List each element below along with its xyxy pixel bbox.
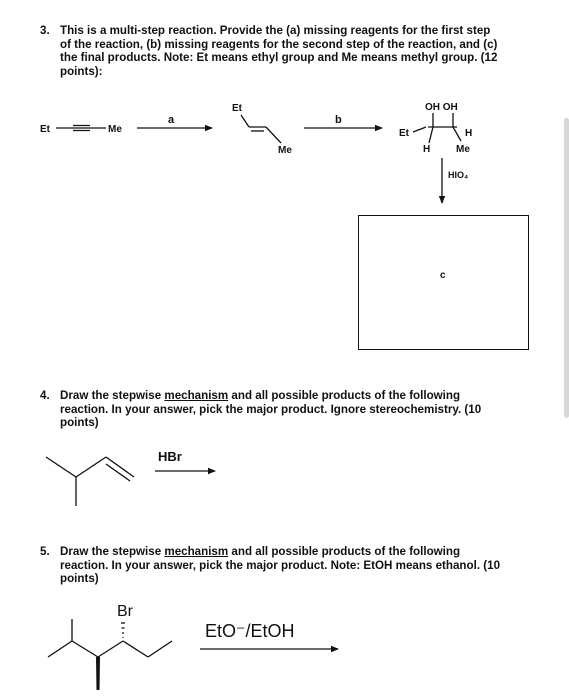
reagent-hio4-label: HIO₄ — [448, 170, 469, 180]
question-text-line: points) — [60, 416, 99, 430]
reagent-ethoxide-label: EtO⁻/EtOH — [205, 621, 295, 641]
question-text-line: reaction. In your answer, pick the major… — [60, 402, 482, 416]
question-text-line: points) — [60, 572, 99, 586]
q5-substrate-structure — [47, 619, 173, 658]
reagent-b-label: b — [335, 114, 342, 126]
alkene-et-label: Et — [232, 103, 242, 114]
scrollbar[interactable] — [564, 118, 569, 418]
alkene-me-label: Me — [278, 145, 292, 156]
alkene-structure — [240, 114, 282, 144]
diol-et-label: Et — [399, 128, 409, 139]
answer-box-label: c — [440, 270, 446, 281]
question-3: 3. This is a multi-step reaction. Provid… — [40, 24, 540, 78]
question-5: 5. Draw the stepwise mechanism and all p… — [40, 545, 540, 586]
question-text-line: reaction. In your answer, pick the major… — [60, 558, 501, 572]
q4-alkene-structure — [45, 456, 135, 506]
diol-h-left-label: H — [423, 144, 431, 155]
underlined-keyword: mechanism — [164, 389, 229, 402]
question-text-line: of the reaction, (b) missing reagents fo… — [60, 37, 498, 51]
hashed-wedge-bond — [121, 622, 125, 639]
question-number: 3. — [40, 24, 50, 37]
reagent-hbr-label: HBr — [158, 449, 182, 464]
diol-oh-label: OH OH — [425, 102, 458, 113]
reagent-a-label: a — [168, 114, 175, 126]
question-4: 4. Draw the stepwise mechanism and all p… — [40, 389, 540, 430]
question-text-line: Draw the stepwise mechanism and all poss… — [60, 545, 461, 558]
wedge-bond — [96, 657, 100, 690]
question-text-line: points): — [60, 64, 103, 78]
answer-box-c — [358, 215, 529, 350]
diol-h-right-label: H — [465, 128, 473, 139]
alkyne-me-label: Me — [108, 124, 122, 135]
alkyne-et-label: Et — [40, 124, 50, 135]
underlined-keyword: mechanism — [164, 545, 229, 558]
bromine-label: Br — [117, 603, 133, 620]
diol-structure — [412, 113, 462, 144]
question-number: 5. — [40, 545, 50, 558]
question-text-line: Draw the stepwise mechanism and all poss… — [60, 389, 461, 402]
question-number: 4. — [40, 389, 50, 402]
question-text-line: the final products. Note: Et means ethyl… — [60, 51, 498, 65]
question-text-line: This is a multi-step reaction. Provide t… — [60, 24, 491, 37]
alkyne-structure — [56, 124, 106, 132]
diol-me-label: Me — [456, 144, 470, 155]
